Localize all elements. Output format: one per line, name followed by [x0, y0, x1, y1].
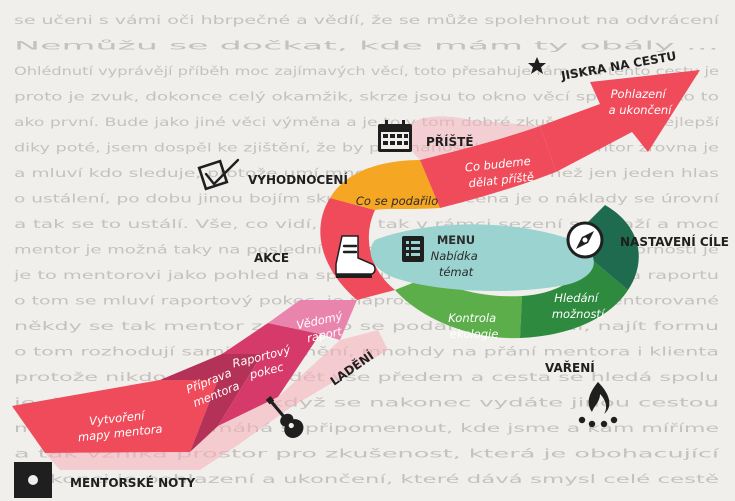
- label-mentorske-noty: MENTORSKÉ NOTY: [70, 475, 196, 490]
- label-pohlazeni-1: Pohlazení: [611, 87, 668, 101]
- star-icon: [528, 57, 546, 74]
- label-akce: AKCE: [254, 251, 289, 265]
- segment-menu: [370, 224, 594, 292]
- label-hledani-1: Hledání: [554, 291, 600, 305]
- background-text-line: proto je zvuk, dokonce celý okamžik, skr…: [14, 90, 719, 104]
- campfire-icon: [578, 382, 618, 428]
- svg-text:Kontrola ekologie: Kontrola ekologie: [448, 311, 500, 341]
- segment-vedomy-raport: [268, 300, 357, 340]
- background-text-line: na konci je pohlazení a ukončení, které …: [14, 472, 719, 486]
- label-menu: MENU: [437, 233, 475, 247]
- segment-raportovy-pokec: [218, 323, 320, 426]
- guitar-icon: [265, 396, 304, 439]
- boot-icon: [335, 235, 376, 278]
- label-pohlazeni-2: a ukončení: [609, 103, 674, 117]
- label-menu-3: témat: [439, 265, 474, 279]
- label-co-budeme-2: dělat příště: [468, 170, 535, 191]
- label-co-se-podarilo: Co se podařilo: [356, 194, 438, 208]
- label-kontrola-2: ekologie: [450, 327, 499, 341]
- tuning-ribbon: [12, 300, 388, 470]
- segment-vytvoreni-mapy-mentora: [12, 380, 218, 453]
- background-text-line: se učeni s vámi oči hbrpečné a vědíí, že…: [14, 13, 720, 27]
- checklist-icon: [197, 158, 240, 191]
- svg-text:Nabídka témat: Nabídka témat: [431, 249, 482, 279]
- main-arrow: [405, 70, 700, 208]
- segment-pohlazeni-a-ukonceni: [540, 70, 700, 172]
- label-hledani-2: možností: [552, 307, 606, 321]
- arrow-upper-shadow: [405, 116, 540, 160]
- music-notes-icon: [14, 462, 52, 498]
- label-vyhodnoceni: VYHODNOCENÍ: [248, 172, 348, 187]
- ribbon-lower-edge: [45, 330, 388, 470]
- segment-priprava-mentora: [160, 354, 262, 452]
- label-priste: PŘÍŠTĚ: [426, 134, 474, 149]
- label-vareni: VAŘENÍ: [545, 360, 595, 375]
- svg-text:Co budeme dělat příště: Co budeme dělat příště: [464, 153, 536, 190]
- svg-text:Pohlazení a ukončení: Pohlazení a ukončení: [609, 87, 674, 117]
- svg-text:MENU: MENU: [437, 233, 475, 247]
- compass-icon: [566, 221, 604, 259]
- label-menu-2: Nabídka: [431, 249, 478, 263]
- background-text-line: Nemůžu se dočkat, kde mám ty obály ...: [14, 39, 719, 53]
- menu-list-icon: [402, 236, 424, 262]
- segment-co-budeme-delat-priste: [420, 126, 556, 208]
- svg-text:Hledání možností: Hledání možností: [552, 291, 606, 321]
- label-co-budeme-1: Co budeme: [464, 154, 531, 175]
- segment-co-se-podarilo: [330, 160, 440, 210]
- label-vytvoreni-1: Vytvoření: [89, 408, 147, 428]
- segment-kontrola-ekologie: [395, 276, 522, 339]
- label-nastaveni-cile: NASTAVENÍ CÍLE: [620, 234, 729, 249]
- label-kontrola-1: Kontrola: [448, 311, 496, 325]
- segment-hledani-moznosti: [520, 258, 628, 338]
- background-text-line: Ohlédnutí vyprávějí příběh moc zajímavýc…: [14, 64, 719, 78]
- calendar-icon: [378, 120, 412, 152]
